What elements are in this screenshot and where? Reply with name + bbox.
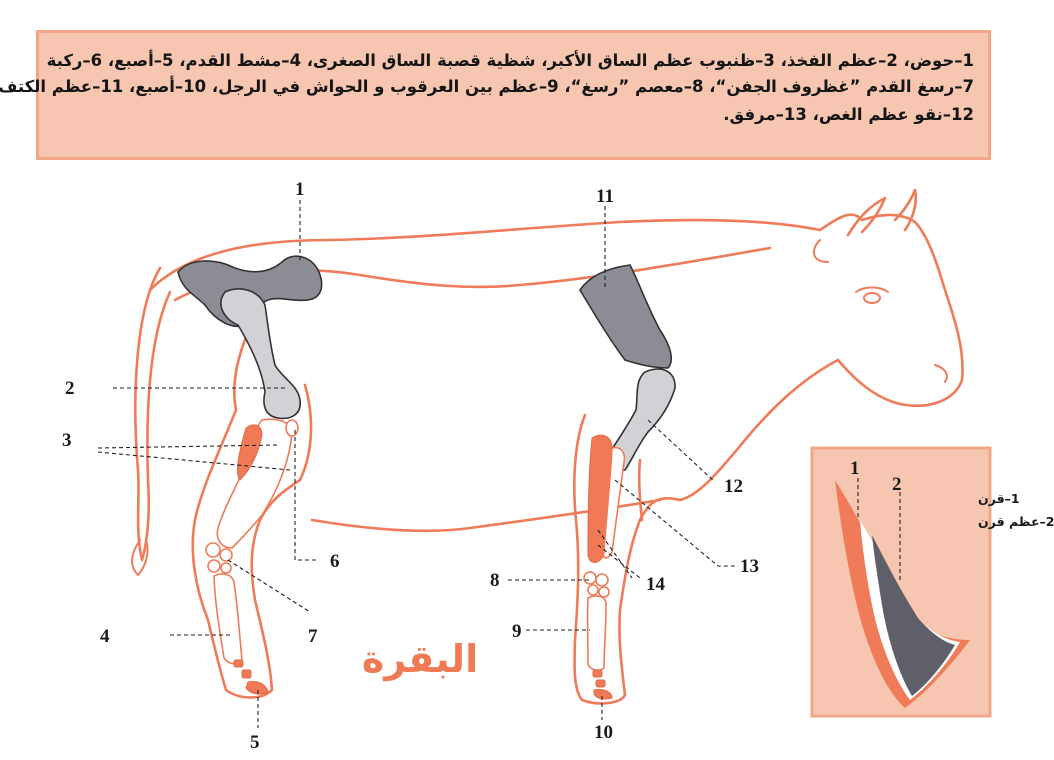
label-7: 7 — [308, 626, 318, 647]
phalanx-bone — [593, 670, 602, 677]
hoof-bone — [594, 689, 612, 698]
inset-legend-2: 2–عظم قرن — [978, 514, 1054, 529]
label-8: 8 — [490, 570, 500, 591]
scapula-bone — [580, 265, 671, 368]
tarsal-bone — [206, 543, 220, 557]
label-2: 2 — [65, 378, 75, 399]
tarsal-bone — [208, 560, 220, 572]
label-13: 13 — [740, 556, 759, 577]
carpal-bone — [584, 572, 596, 584]
label-5: 5 — [250, 732, 260, 753]
femur-bone — [221, 289, 300, 419]
carpal-bone — [588, 585, 598, 595]
metatarsal-bone — [214, 574, 242, 664]
hind-leg-bones — [178, 256, 322, 694]
inset-legend-1: 1–قرن — [978, 491, 1020, 506]
tarsal-bone — [221, 563, 231, 573]
inset-label-2: 2 — [892, 474, 902, 495]
label-3: 3 — [62, 430, 72, 451]
inset-label-1: 1 — [850, 458, 860, 479]
metacarpal-bone — [588, 596, 606, 670]
carpal-bone — [596, 574, 608, 586]
phalanx-bone — [242, 670, 251, 678]
hoof-bone — [246, 681, 268, 694]
phalanx-bone — [234, 660, 243, 667]
tarsal-bone — [220, 549, 232, 561]
front-leg-bones — [580, 265, 675, 699]
label-10: 10 — [594, 722, 613, 743]
label-12: 12 — [724, 476, 743, 497]
patella-bone — [286, 420, 298, 436]
label-4: 4 — [100, 626, 110, 647]
carpal-bone — [599, 587, 609, 597]
label-14: 14 — [646, 574, 666, 595]
animal-name: البقرة — [362, 637, 478, 681]
label-6: 6 — [330, 551, 340, 572]
label-11: 11 — [596, 186, 614, 207]
label-1: 1 — [295, 179, 305, 200]
horn-inset: 1 2 1–قرن 2–عظم قرن — [812, 448, 1054, 716]
phalanx-bone — [596, 680, 605, 687]
label-9: 9 — [512, 621, 522, 642]
